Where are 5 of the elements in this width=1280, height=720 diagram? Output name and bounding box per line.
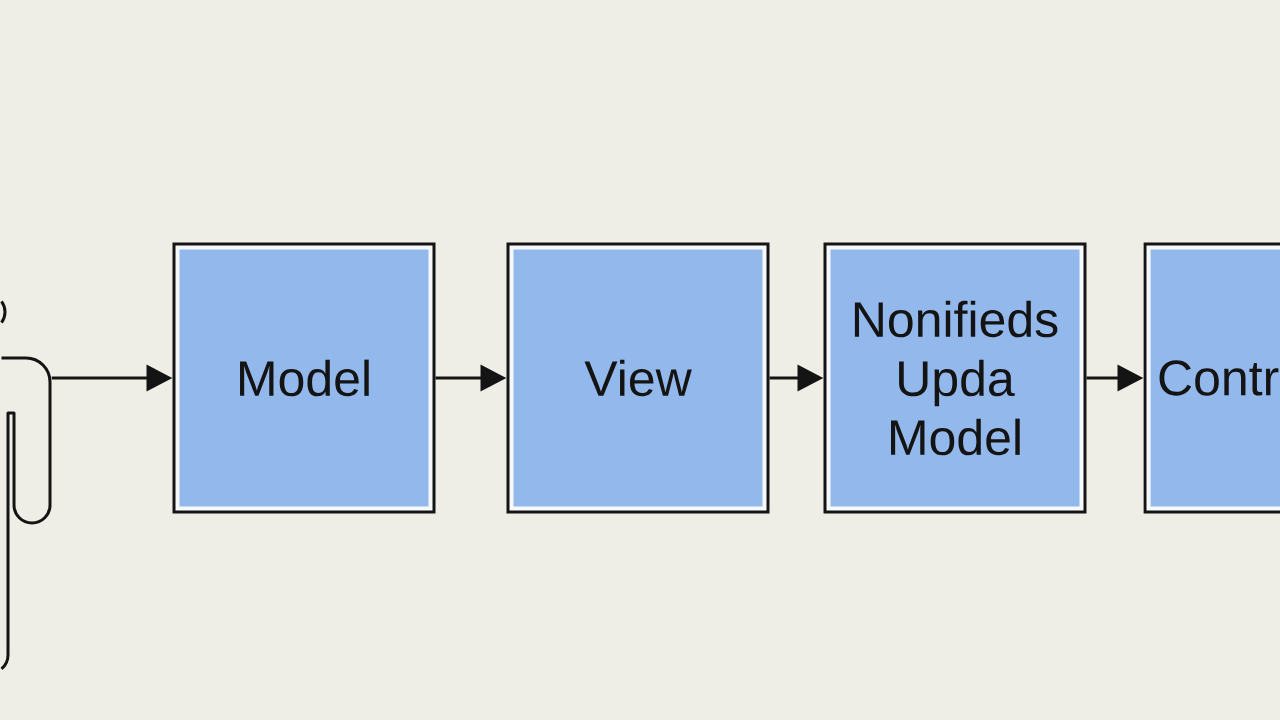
process-box: View — [506, 242, 770, 514]
process-box: Nonifieds Upda Model — [823, 242, 1087, 514]
person-figure — [0, 300, 52, 670]
process-box: Contr — [1143, 242, 1280, 514]
process-box: Model — [172, 242, 436, 514]
